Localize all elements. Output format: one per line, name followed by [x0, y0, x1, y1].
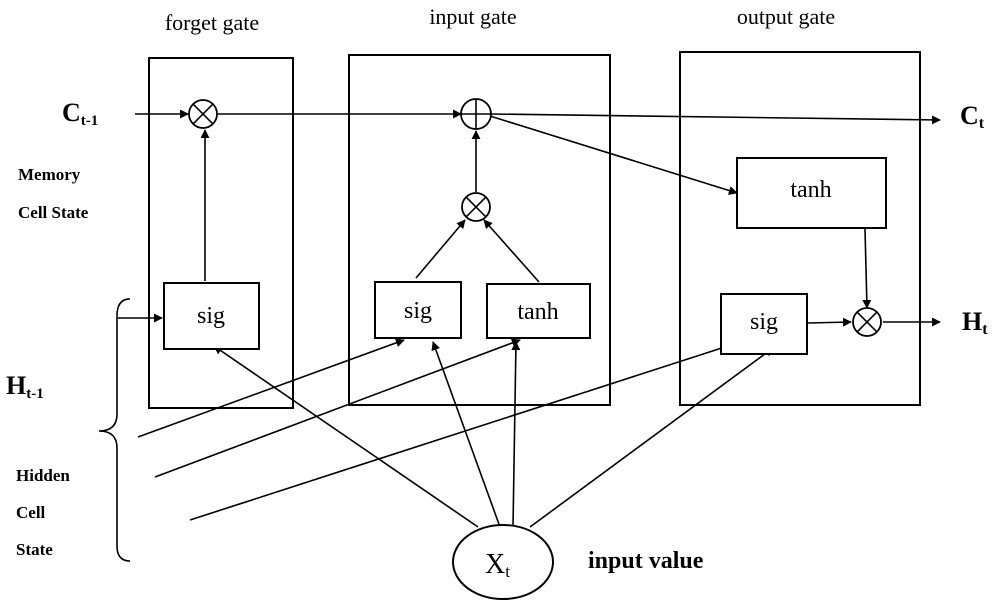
forget-sig-box — [163, 282, 260, 350]
memory-cell-label-line1: Memory — [18, 165, 81, 184]
connectors — [118, 109, 941, 528]
input-value-label: input value — [588, 548, 704, 574]
forget-gate-title: forget gate — [165, 10, 259, 35]
input-tanh-to-mult-arrow — [483, 219, 540, 283]
c-prev-label: Ct-1 — [62, 98, 98, 129]
input-tanh-box — [486, 283, 591, 339]
hidden-cell-label-line2: Cell — [16, 503, 46, 522]
input-sig-to-mult-arrow — [415, 219, 466, 279]
input-multiply-icon — [461, 192, 491, 222]
h-t-label: Ht — [962, 307, 988, 338]
output-multiply-icon — [852, 307, 882, 337]
input-x-ellipse — [452, 524, 554, 600]
cell-add-icon — [460, 98, 492, 130]
hidden-cell-label-line3: State — [16, 540, 53, 559]
output-sig-label: sig — [750, 309, 778, 335]
input-sig-label: sig — [404, 298, 432, 324]
input-gate-title: input gate — [429, 4, 516, 29]
c-t-arrow — [490, 113, 941, 125]
h-to-input-tanh-arrow — [154, 338, 521, 478]
h-to-output-sig-arrow — [189, 333, 763, 521]
output-tanh-to-mult-arrow — [862, 228, 872, 309]
output-tanh-label: tanh — [790, 177, 831, 203]
forget-sig-label: sig — [197, 303, 225, 329]
output-sig-box — [720, 293, 808, 355]
output-sig-to-mult-arrow — [807, 317, 852, 327]
x-to-forget-sig-arrow — [213, 345, 479, 528]
output-tanh-box — [736, 157, 887, 229]
memory-cell-label-line2: Cell State — [18, 203, 89, 222]
x-to-input-tanh-arrow — [511, 341, 521, 528]
h-prev-label: Ht-1 — [6, 371, 44, 402]
cell-to-tanh-arrow — [489, 115, 738, 195]
output-gate-title: output gate — [737, 4, 835, 29]
h-to-input-sig-arrow — [137, 338, 405, 438]
x-to-input-sig-arrow — [431, 341, 501, 528]
c-t-label: Ct — [960, 101, 985, 132]
forget-multiply-icon — [188, 99, 218, 129]
input-x-label: Xt — [485, 549, 510, 581]
x-to-output-sig-arrow — [529, 347, 774, 528]
forget-gate-box — [148, 57, 294, 409]
input-sig-box — [374, 281, 462, 339]
input-tanh-label: tanh — [517, 299, 558, 325]
hidden-state-brace — [98, 298, 131, 562]
hidden-cell-label-line1: Hidden — [16, 466, 70, 485]
